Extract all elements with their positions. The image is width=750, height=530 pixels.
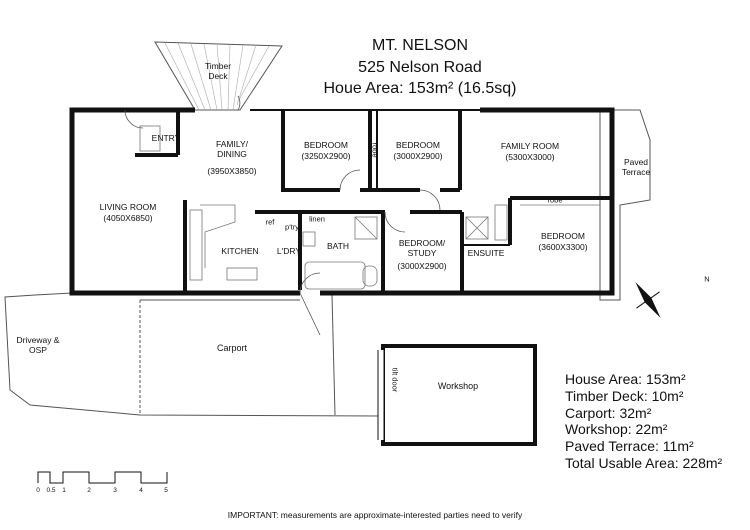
bedroom1-label: BEDROOM [304,140,348,151]
living-room-label: LIVING ROOM [99,202,157,213]
timber-deck-label: Timber Deck [204,61,232,81]
bedroom3-dim: (3600X3300) [538,242,588,253]
bedroom1-dim: (3250X2900) [301,151,351,162]
tilt-door-label: tilt door [390,367,400,393]
paved-terrace [599,109,651,301]
kitchen-label: KITCHEN [221,246,259,257]
workshop [377,344,537,446]
driveway-label: Driveway & OSP [16,335,60,355]
study-label: BEDROOM/ STUDY [398,238,446,258]
scale-tick: 1 [62,487,66,494]
bath-label: BATH [326,241,350,252]
interior-walls [135,110,612,293]
scale-tick: 5 [164,487,168,494]
bedroom2-label: BEDROOM [396,140,440,151]
family-room-dim: (5300X3000) [505,152,555,163]
bedroom3-label: BEDROOM [541,231,585,242]
living-room-dim: (4050X6850) [103,213,153,224]
door-swings [124,95,441,336]
scale-tick: 0.5 [46,487,56,494]
house-area-title: Houe Area: 153m² (16.5sq) [323,79,517,97]
scale-tick: 3 [113,487,117,494]
ref-label: ref [265,217,275,227]
carport-label: Carport [216,342,248,353]
paved-terrace-label: Paved Terrace [621,157,651,177]
compass-label: N [704,274,710,284]
bedroom2-dim: (3000X2900) [393,151,443,162]
address-title: 525 Nelson Road [358,58,482,76]
area-item: Paved Terrace: 11m² [565,438,694,455]
robe2-label: robe [547,195,563,205]
laundry-label: L'DRY [276,246,302,257]
disclaimer-note: IMPORTANT: measurements are approximate-… [227,510,523,520]
pantry-label: p'try [285,222,299,232]
timber-deck [154,41,283,111]
area-item: Carport: 32m² [565,404,652,421]
area-item: Total Usable Area: 228m² [565,454,723,471]
area-summary: House Area: 153m² Timber Deck: 10m² Carp… [565,371,722,472]
ensuite-label: ENSUITE [467,248,505,259]
scale-tick: 2 [87,487,91,494]
robe1-label: robe [370,142,380,158]
linen-label: linen [309,214,325,224]
family-dining-dim: (3950X3850) [207,166,257,177]
scale-tick: 4 [139,487,143,494]
family-room-label: FAMILY ROOM [500,141,560,152]
workshop-label: Workshop [437,380,479,391]
suburb-title: MT. NELSON [371,36,469,54]
scale-bar [37,471,168,484]
area-item: Workshop: 22m² [565,421,668,438]
area-item: Timber Deck: 10m² [565,387,684,404]
family-dining-label: FAMILY/ DINING [216,139,248,159]
scale-tick: 0 [36,487,40,494]
fixtures [139,125,600,290]
compass-icon [635,281,661,319]
driveway-carport [4,292,381,417]
study-dim: (3000X2900) [397,261,447,272]
area-item: House Area: 153m² [565,371,686,387]
entry-label: ENTRY [151,133,181,144]
